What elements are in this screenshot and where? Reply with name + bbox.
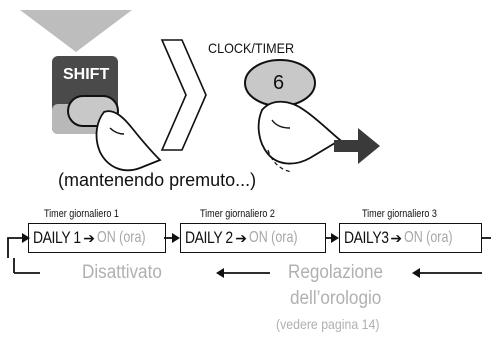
timer-on-1: ON (ora)	[96, 229, 146, 246]
hand-icon	[257, 100, 342, 165]
timer-mode-1: DAILY 1	[33, 228, 81, 247]
chevron-right-icon	[160, 39, 207, 151]
arrow-right-icon: ➔	[390, 229, 403, 246]
timer-header-3: Timer giornaliero 3	[362, 208, 437, 220]
timer-mode-2: DAILY 2	[185, 228, 233, 247]
timer-box-3: DAILY3 ➔ ON (ora)	[339, 223, 482, 253]
arrow-right-icon: ➔	[83, 229, 95, 246]
timer-box-1: DAILY 1 ➔ ON (ora)	[28, 223, 166, 253]
timer-on-3: ON (ora)	[404, 229, 453, 246]
arrow-right-icon: ➔	[235, 229, 247, 246]
clock-timer-label: CLOCK/TIMER	[208, 40, 295, 56]
number-key-label: 6	[273, 72, 285, 94]
timer-mode-3: DAILY3	[344, 228, 389, 247]
timer-box-2: DAILY 2 ➔ ON (ora)	[180, 223, 326, 253]
timer-header-1: Timer giornaliero 1	[44, 208, 119, 220]
clock-setting-line1: Regolazione	[288, 262, 384, 283]
timer-on-2: ON (ora)	[248, 229, 298, 246]
shift-key-label: SHIFT	[63, 66, 110, 83]
right-arrow-icon	[334, 128, 380, 164]
disabled-label: Disattivato	[82, 262, 162, 283]
instruction-text: (mantenendo premuto...)	[58, 170, 257, 190]
see-page-note: (vedere pagina 14)	[276, 316, 380, 332]
hand-icon	[95, 110, 162, 172]
timer-header-2: Timer giornaliero 2	[200, 208, 275, 220]
down-arrow-icon	[20, 10, 132, 52]
clock-setting-line2: dell’orologio	[290, 288, 382, 309]
